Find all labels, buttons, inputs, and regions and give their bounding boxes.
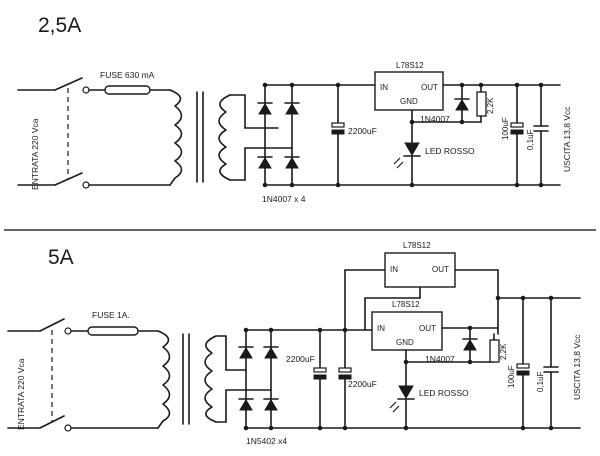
bottom-fuse: FUSE 1A. [70,310,159,429]
bottom-fuse-label: FUSE 1A. [92,310,130,320]
top-protection-diode: 1N4007 [420,82,470,125]
top-led-label: LED ROSSO [425,146,475,156]
top-circuit: 2,5A ENTRATA 220 Vca FUSE 630 mA [17,14,572,204]
top-transformer [169,89,293,186]
bottom-transformer [157,330,272,429]
bottom-led-label: LED ROSSO [419,388,469,398]
top-filter-cap-label: 2200uF [348,126,377,136]
bottom-protection-diode: 1N4007 [425,325,478,365]
top-output-label: USCITA 13,8 Vcc [562,106,572,172]
top-bridge-label: 1N4007 x 4 [262,194,306,204]
top-fuse-label: FUSE 630 mA [100,70,155,80]
bottom-filter-cap-1: 2200uF [286,327,327,431]
bottom-protection-diode-label: 1N4007 [425,354,455,364]
bottom-regulator2-name: L78S12 [392,300,420,309]
bottom-cap-01-label: 0,1uF [536,371,545,392]
bottom-led: LED ROSSO [389,359,469,431]
bottom-regulator2-gnd: GND [396,338,414,347]
bottom-regulator1-in: IN [390,265,398,274]
bottom-output-label: USCITA 13,8 Vcc [572,334,582,400]
bottom-resistor-label: 2,2K [499,343,508,360]
top-input-label: ENTRATA 220 Vca [30,118,40,190]
bottom-filter-cap-2: 2200uF [338,327,377,431]
bottom-regulator2-out: OUT [419,324,436,333]
top-regulator: L78S12 IN OUT GND [374,61,561,123]
top-regulator-out: OUT [421,83,438,92]
top-resistor: 2,2K [476,82,495,123]
top-fuse: FUSE 630 mA [88,70,171,186]
bottom-cap-100: 100uF [507,295,530,431]
top-protection-diode-label: 1N4007 [420,114,450,124]
bottom-filter-cap2-label: 2200uF [348,379,377,389]
top-cap-01-label: 0,1uF [526,129,535,150]
bottom-title: 5A [48,246,74,269]
top-cap-01: 0,1uF [526,82,549,188]
bottom-regulator1-out: OUT [432,265,449,274]
top-title: 2,5A [38,14,81,37]
bottom-bridge-label: 1N5402 x4 [246,436,287,446]
bottom-regulator-2: L78S12 IN OUT GND [371,295,581,363]
top-cap-100-label: 100uF [501,117,510,140]
top-regulator-gnd: GND [400,97,418,106]
top-resistor-label: 2,2K [486,97,495,114]
bottom-cap-100-label: 100uF [507,365,516,388]
top-mains-switch [17,77,90,189]
bottom-regulator-1: L78S12 IN OUT [364,241,499,331]
top-led: LED ROSSO [393,119,475,188]
bottom-filter-cap1-label: 2200uF [286,354,315,364]
bottom-regulator2-in: IN [377,324,385,333]
bottom-resistor: 2,2K [489,333,508,363]
bottom-circuit: 5A ENTRATA 220 Vca FUSE 1A. [7,241,582,446]
top-regulator-name: L78S12 [396,61,424,70]
top-filter-cap: 2200uF [331,82,377,188]
bottom-mains-switch [7,318,72,432]
top-cap-100: 100uF [501,82,524,188]
top-regulator-in: IN [380,83,388,92]
bottom-regulator1-name: L78S12 [403,241,431,250]
top-diode-bridge: 1N4007 x 4 [257,82,561,204]
bottom-cap-01: 0,1uF [536,295,559,431]
bottom-input-label: ENTRATA 220 Vca [16,358,26,430]
